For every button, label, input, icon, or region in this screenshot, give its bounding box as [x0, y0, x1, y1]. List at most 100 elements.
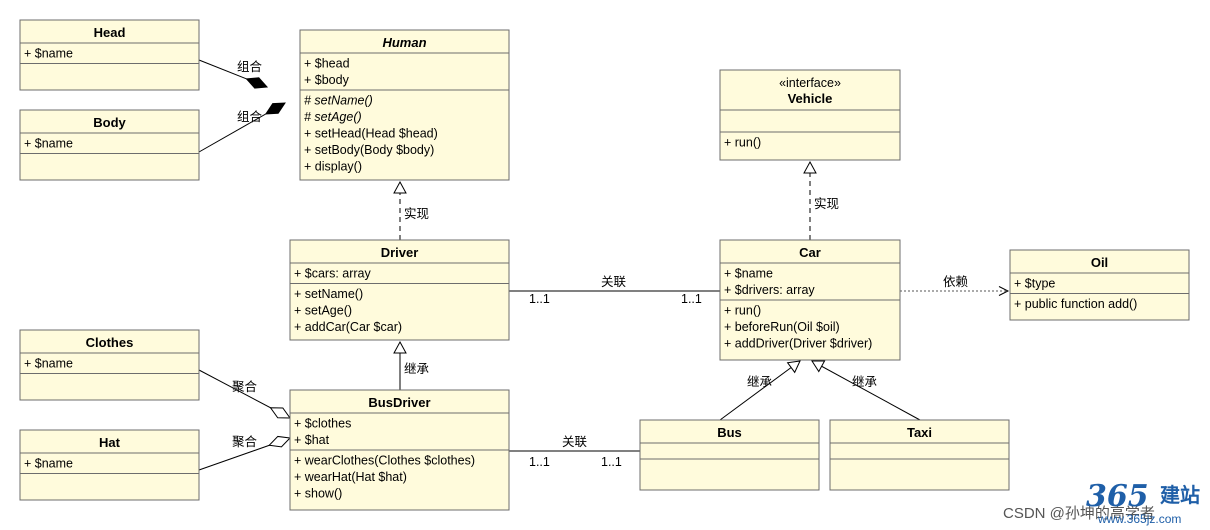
class-oil[interactable]: Oil + $type + public function add()	[1009, 249, 1190, 321]
class-operation: + setBody(Body $body)	[304, 143, 434, 157]
multiplicity-label: 1..1	[529, 292, 550, 306]
class-title: Head	[94, 25, 126, 40]
relation-label: 关联	[601, 275, 627, 289]
watermark: CSDN @孙坤的高学者 365 建站 www.365jz.com	[1003, 479, 1200, 526]
relations-layer	[198, 59, 1010, 471]
relation-label: 组合	[237, 109, 263, 124]
relation-driver-human[interactable]	[393, 180, 407, 240]
class-taxi[interactable]: Taxi	[829, 419, 1010, 491]
relation-hat-busdriver[interactable]	[198, 435, 292, 471]
class-attribute: + $name	[724, 267, 773, 281]
class-operation: + beforeRun(Oil $oil)	[724, 320, 840, 334]
class-operation: + addCar(Car $car)	[294, 320, 402, 334]
relation-busdriver-driver[interactable]	[393, 340, 407, 390]
watermark-logo-cn: 建站	[1160, 483, 1200, 507]
class-driver[interactable]: Driver+ $cars: array+ setName()+ setAge(…	[289, 239, 510, 341]
class-clothes[interactable]: Clothes + $name	[19, 329, 200, 401]
class-operation: # setAge()	[304, 110, 362, 124]
generalization-arrowhead	[786, 360, 801, 374]
generalization-line	[719, 360, 801, 421]
class-human[interactable]: Human + $head + $body # setName() # setAge()…	[299, 29, 510, 181]
watermark-logo-url: www.365jz.com	[1097, 512, 1181, 526]
class-title: Human	[382, 35, 426, 50]
relation-label: 聚合	[232, 434, 258, 449]
composition-diamond	[245, 77, 269, 89]
class-body[interactable]: Body + $name	[19, 109, 200, 181]
multiplicity-label: 1..1	[601, 455, 622, 469]
class-operation: + public function add()	[1014, 297, 1137, 311]
class-vehicle[interactable]: «interface»Vehicle + run()	[719, 69, 901, 161]
class-box	[1009, 249, 1190, 321]
generalization-arrowhead	[393, 340, 407, 354]
class-box	[639, 419, 820, 491]
class-head[interactable]: Head + $name	[19, 19, 200, 91]
relation-car-vehicle[interactable]	[803, 160, 817, 240]
class-attribute: + $type	[1014, 277, 1055, 291]
class-attribute: + $body	[304, 73, 350, 87]
class-operation: + wearHat(Hat $hat)	[294, 470, 407, 484]
class-box	[19, 329, 200, 401]
class-operation: + addDriver(Driver $driver)	[724, 337, 872, 351]
class-title: Body	[93, 115, 126, 130]
class-title: Hat	[99, 435, 121, 450]
composition-diamond	[264, 102, 286, 115]
watermark-logo-number: 365	[1086, 479, 1149, 514]
class-box	[19, 19, 200, 91]
class-attribute: + $clothes	[294, 417, 351, 431]
class-title: Vehicle	[788, 91, 833, 106]
class-title: Taxi	[907, 425, 932, 440]
class-operation: # setName()	[304, 94, 373, 108]
class-bus[interactable]: Bus	[639, 419, 820, 491]
class-title: Car	[799, 245, 821, 260]
aggregation-diamond	[268, 435, 292, 448]
class-box	[719, 69, 901, 161]
class-stereotype: «interface»	[779, 76, 841, 90]
class-box	[19, 109, 200, 181]
class-title: Oil	[1091, 255, 1108, 270]
class-attribute: + $name	[24, 457, 73, 471]
class-title: Bus	[717, 425, 742, 440]
relation-label: 继承	[852, 375, 878, 389]
relation-head-human[interactable]	[198, 59, 269, 89]
watermark-csdn-text: CSDN @孙坤的高学者	[1003, 505, 1155, 522]
class-box	[829, 419, 1010, 491]
relation-taxi-car[interactable]	[811, 360, 921, 421]
class-busdriver[interactable]: BusDriver + $clothes + $hat + wearClothes(C…	[289, 389, 510, 511]
class-operation: + setAge()	[294, 304, 352, 318]
class-title: BusDriver	[368, 395, 430, 410]
class-attribute: + $cars: array	[294, 267, 372, 281]
relation-label: 实现	[814, 196, 839, 211]
relation-label: 聚合	[232, 379, 258, 394]
class-attribute: + $hat	[294, 433, 330, 447]
class-hat[interactable]: Hat + $name	[19, 429, 200, 501]
class-attribute: + $name	[24, 137, 73, 151]
relation-body-human[interactable]	[198, 102, 286, 153]
relation-car-oil[interactable]	[900, 286, 1010, 296]
aggregation-diamond	[269, 407, 291, 419]
relation-clothes-busdriver[interactable]	[198, 369, 291, 419]
relation-label: 关联	[562, 435, 588, 449]
dependency-arrowhead	[998, 286, 1010, 296]
generalization-arrowhead	[811, 360, 826, 373]
class-attribute: + $head	[304, 57, 350, 71]
class-box	[289, 239, 510, 341]
class-car[interactable]: Car + $name + $drivers: array + run() + befo…	[719, 239, 901, 361]
relation-label: 实现	[404, 206, 429, 221]
class-operation: + run()	[724, 136, 761, 150]
relation-bus-car[interactable]	[719, 360, 801, 421]
class-box	[19, 429, 200, 501]
class-operation: + wearClothes(Clothes $clothes)	[294, 454, 475, 468]
multiplicity-label: 1..1	[681, 292, 702, 306]
class-operation: + display()	[304, 160, 362, 174]
class-attribute: + $name	[24, 47, 73, 61]
class-operation: + run()	[724, 304, 761, 318]
class-operation: + setHead(Head $head)	[304, 127, 438, 141]
class-title: Clothes	[86, 335, 134, 350]
generalization-arrowhead	[393, 180, 407, 194]
class-attribute: + $drivers: array	[724, 283, 815, 297]
generalization-line	[811, 360, 921, 421]
class-attribute: + $name	[24, 357, 73, 371]
